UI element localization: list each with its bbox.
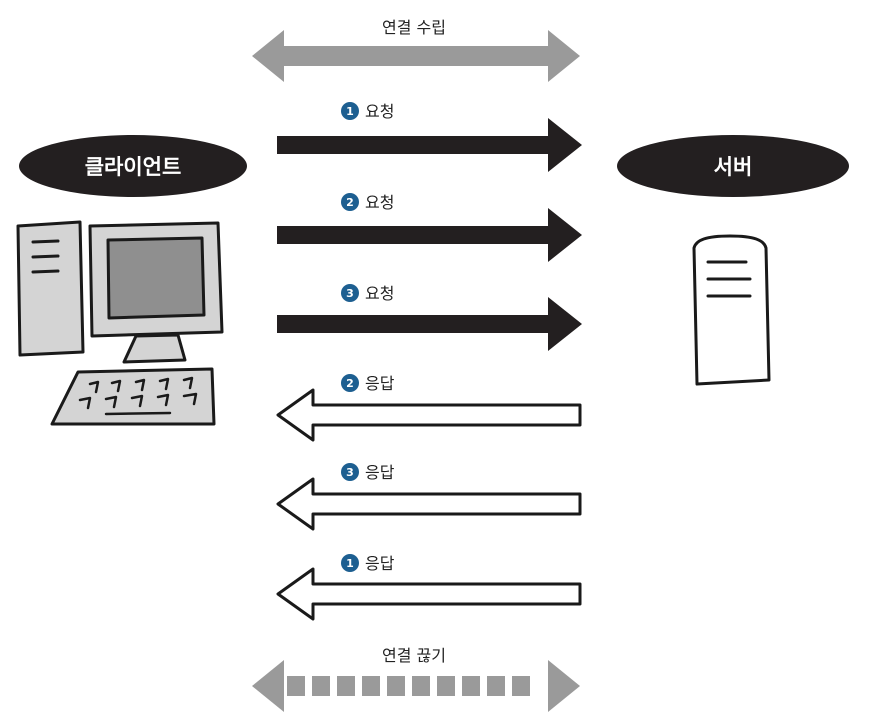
response-3: 3 응답 [276, 463, 582, 531]
number-badge [341, 554, 359, 572]
request-3-label: 요청 [365, 284, 394, 303]
response-2: 2 응답 [276, 374, 582, 442]
number-badge [341, 193, 359, 211]
response-2-arrow [276, 388, 582, 442]
response-1: 1 응답 [276, 554, 582, 621]
connect-label: 연결 수립 [382, 18, 446, 37]
request-1-label: 요청 [365, 102, 394, 121]
number-badge-text: 1 [346, 557, 354, 570]
number-badge [341, 284, 359, 302]
response-3-arrow [276, 477, 582, 531]
number-badge-text: 3 [346, 287, 354, 300]
request-2: 2 요청 [277, 193, 582, 262]
request-2-label: 요청 [365, 193, 394, 212]
number-badge-text: 1 [346, 105, 354, 118]
response-2-label: 응답 [365, 374, 395, 393]
number-badge [341, 102, 359, 120]
request-3: 3 요청 [277, 284, 582, 351]
number-badge [341, 463, 359, 481]
server-label: 서버 [714, 155, 753, 179]
request-1: 1 요청 [277, 102, 582, 172]
disconnect-label: 연결 끊기 [382, 646, 446, 665]
disconnect-dashed-double-arrow [252, 660, 580, 712]
number-badge-text: 2 [346, 196, 354, 209]
client-label: 클라이언트 [85, 155, 182, 179]
connect-double-arrow [252, 30, 580, 82]
number-badge [341, 374, 359, 392]
request-2-arrow [277, 208, 582, 262]
number-badge-text: 2 [346, 377, 354, 390]
client-computer-icon [16, 220, 224, 426]
server-tower-icon [692, 234, 771, 386]
response-1-arrow [276, 567, 582, 621]
client-pill: 클라이언트 [19, 135, 247, 197]
response-3-label: 응답 [365, 463, 395, 482]
number-badge-text: 3 [346, 466, 354, 479]
server-pill: 서버 [617, 135, 849, 197]
response-1-label: 응답 [365, 554, 395, 573]
request-3-arrow [277, 297, 582, 351]
request-1-arrow [277, 118, 582, 172]
